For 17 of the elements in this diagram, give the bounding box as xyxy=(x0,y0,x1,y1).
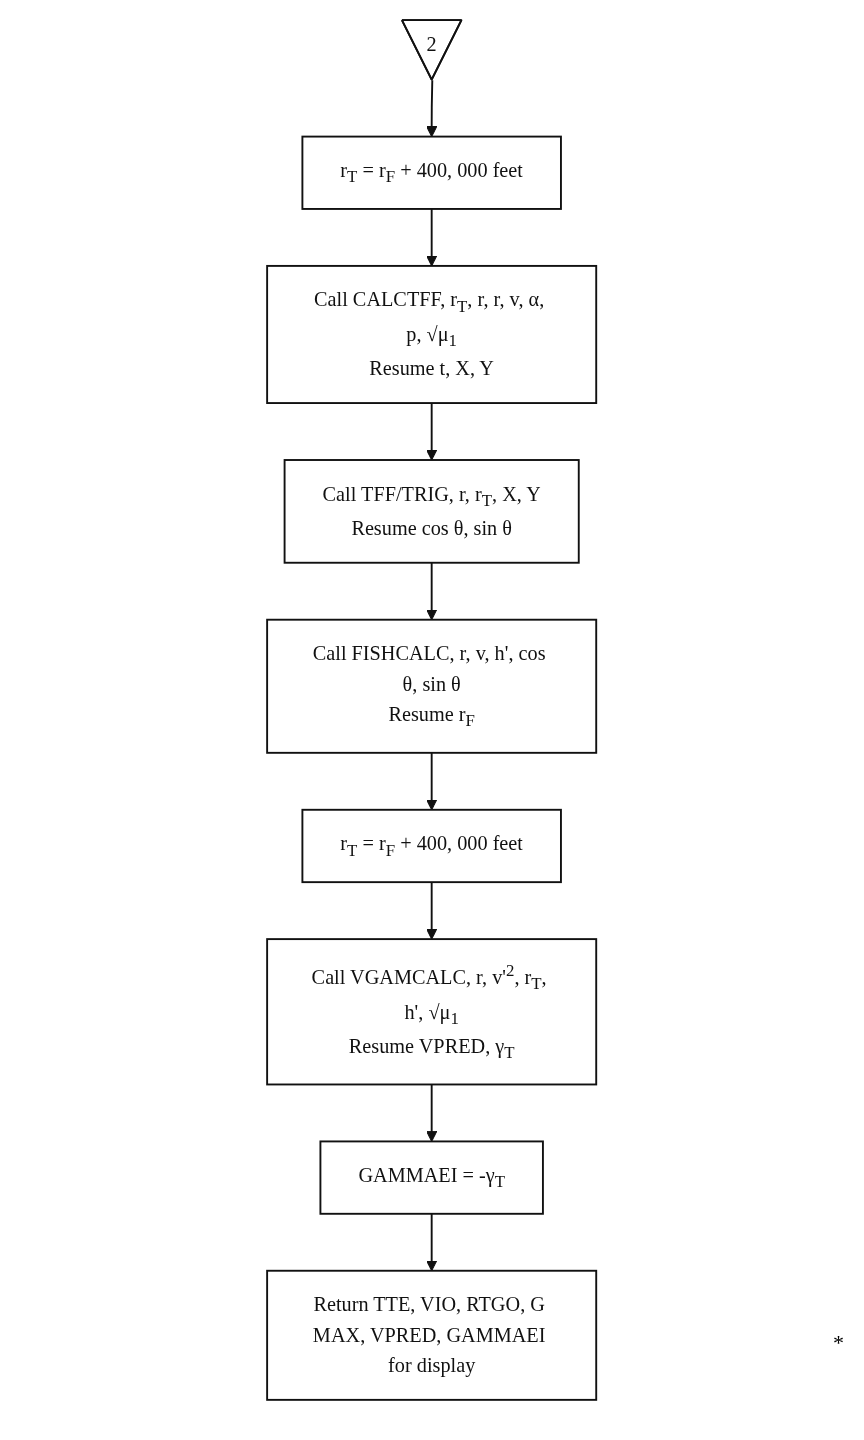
node-box: Call VGAMCALC, r, v'$^{2}$, r$_{T}$, h', √μ$_{1}$ Resume VPRED, γ$_{T}$ xyxy=(266,938,598,1086)
arrow xyxy=(426,1212,438,1272)
node-box: r$_{T}$ = r$_{F}$ + 400, 000 feet xyxy=(301,135,563,210)
arrow xyxy=(426,751,438,811)
arrow xyxy=(426,881,438,940)
node-box: Return TTE, VIO, RTGO, G MAX, VPRED, GAMMAEI for display xyxy=(266,1269,598,1401)
footnote-mark: * xyxy=(833,1330,844,1355)
arrow xyxy=(426,79,438,138)
node-box: Call FISHCALC, r, v, h', cos θ, sin θ Resume r$_{F}$ xyxy=(266,618,598,754)
node-box: Call TFF/TRIG, r, r$_{T}$, X, Y Resume cos θ, sin θ xyxy=(283,459,581,564)
node-box: GAMMAEI = -γ$_{T}$ xyxy=(319,1140,545,1215)
arrow xyxy=(426,208,438,267)
node-box: Call CALCTFF, r$_{T}$, r, r, v, α, p, √μ$_{1}$ Resume t, X, Y xyxy=(266,264,598,404)
arrow xyxy=(426,402,438,461)
arrow xyxy=(426,1083,438,1142)
node-box: r$_{T}$ = r$_{F}$ + 400, 000 feet xyxy=(301,808,563,884)
arrow xyxy=(426,561,438,621)
